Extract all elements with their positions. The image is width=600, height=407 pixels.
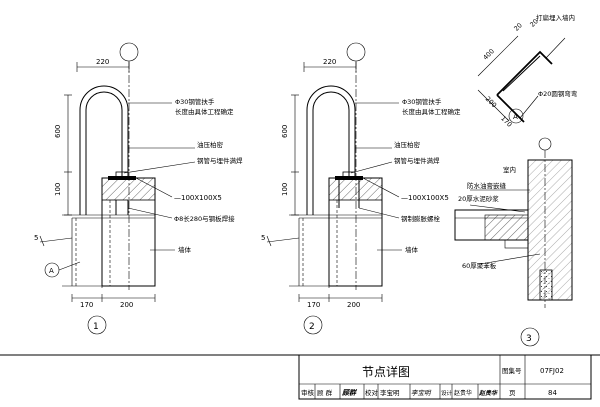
label-bend: 打扁埋入墙内 [536, 13, 575, 22]
dim-100: 100 [281, 183, 289, 196]
label-plate: —100X100X5 [401, 194, 449, 202]
dim-170: 170 [80, 301, 93, 309]
check-name: 李宝明 [380, 388, 400, 397]
dim-200: 200 [120, 301, 133, 309]
page-no: 84 [548, 389, 557, 397]
label-indoor: 室内 [503, 165, 516, 174]
label-weld: 钢管与埋件满焊 [197, 156, 243, 165]
dim-100: 100 [54, 183, 62, 196]
detail-number-1: 1 [93, 322, 99, 332]
atlas-no: 07FJ02 [540, 367, 564, 375]
label-handrail: Φ30钢管扶手 [175, 97, 215, 106]
callout-a: A [49, 267, 54, 275]
detail-number-3: 3 [526, 334, 532, 344]
dim-600: 600 [281, 125, 289, 138]
dim-220: 220 [96, 58, 109, 66]
label-anchor: Φ8长280与钢板焊接 [174, 214, 235, 223]
label-plate: —100X100X5 [174, 194, 222, 202]
sheet-title: 节点详图 [362, 364, 410, 379]
design-label: 设计 [441, 389, 453, 397]
detail-a: 400 200 170 20 20 打扁埋入墙内 Φ20圆钢弯弯 A [477, 13, 578, 129]
page-label: 页 [509, 389, 516, 397]
label-waterproof: 防水油膏嵌缝 [467, 181, 507, 190]
label-handrail: Φ30钢管扶手 [402, 97, 442, 106]
detail-2: 220 600 100 5 170 200 Φ [261, 42, 461, 335]
label-wall: 墙体 [405, 245, 419, 254]
label-rod: Φ20圆钢弯弯 [538, 89, 578, 98]
label-seal: 油压柏密 [394, 140, 421, 149]
dim-200: 200 [347, 301, 360, 309]
dim-170: 170 [307, 301, 320, 309]
dim-400: 400 [482, 47, 496, 61]
dim-200: 200 [484, 95, 498, 109]
review-label: 审核 [301, 388, 315, 397]
dim-600: 600 [54, 125, 62, 138]
label-length: 长度由具体工程确定 [175, 107, 234, 116]
dim-20-b: 20 [528, 17, 540, 29]
label-bolt: 钢制膨胀螺栓 [401, 214, 441, 223]
detail-number-2: 2 [309, 322, 315, 332]
label-mortar: 20厚水泥砂浆 [458, 194, 499, 203]
label-wall: 墙体 [178, 245, 192, 254]
dim-20-a: 20 [512, 21, 524, 33]
callout-a: A [513, 113, 518, 121]
design-name: 赵贵华 [454, 389, 472, 397]
atlas-label: 图集号 [502, 366, 522, 375]
label-board: 60厚聚苯板 [462, 261, 497, 270]
detail-1: 220 600 100 5 [34, 42, 243, 335]
detail-3: 室内 防水油膏嵌缝 20厚水泥砂浆 60厚聚苯板 3 [454, 137, 573, 347]
title-block: 节点详图 图集号 07FJ02 审核 顾 群 顾群 校对 李宝明 李宝明 设计 … [0, 354, 600, 400]
label-length: 长度由具体工程确定 [402, 107, 461, 116]
label-seal: 油压柏密 [197, 140, 224, 149]
check-label: 校对 [365, 388, 379, 397]
check-signature: 李宝明 [411, 389, 432, 397]
dim-5: 5 [34, 234, 38, 242]
review-signature: 顾群 [341, 388, 358, 397]
label-weld: 钢管与埋件满焊 [394, 156, 440, 165]
dim-220: 220 [323, 58, 336, 66]
review-name: 顾 群 [317, 388, 333, 397]
dim-5: 5 [261, 234, 265, 242]
design-signature: 赵贵华 [478, 389, 498, 397]
